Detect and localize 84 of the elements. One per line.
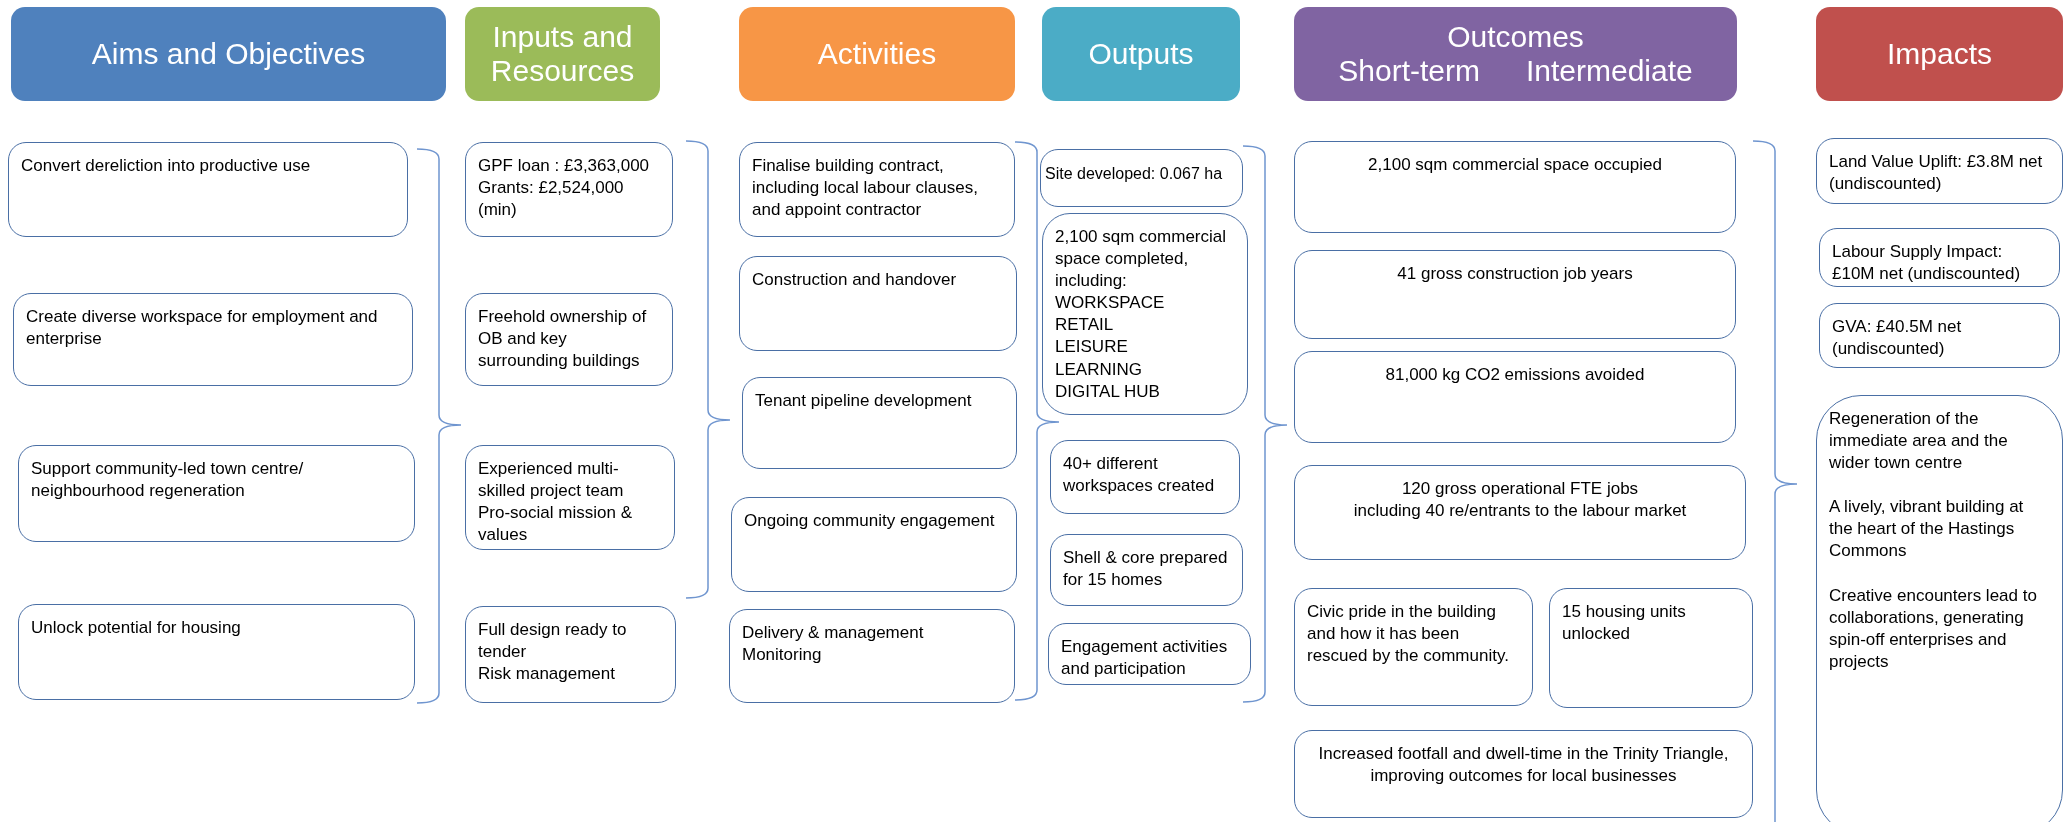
box-text: Creative encounters lead to collaborations, generating spin-off enterprises and projects	[1829, 584, 2038, 673]
box-text: Engagement activities and participation	[1061, 636, 1229, 681]
header-title: Outputs	[1087, 36, 1195, 72]
box-text: Experienced multi-skilled project team	[478, 458, 625, 503]
text-box	[8, 142, 408, 237]
text-box	[1816, 395, 2063, 822]
box-text: 81,000 kg CO2 emissions avoided	[1384, 364, 1646, 386]
header-title: Activities	[816, 36, 938, 72]
column-header	[1816, 7, 2063, 101]
text-box	[1048, 623, 1251, 685]
text-box	[742, 377, 1017, 469]
box-text: Tenant pipeline development	[755, 390, 973, 412]
text-box	[1050, 440, 1240, 514]
box-text: GVA: £40.5M net (undiscounted)	[1832, 316, 1963, 361]
box-text: Risk management	[478, 663, 616, 686]
box-text: Monitoring	[742, 644, 823, 667]
box-text: LEARNING	[1055, 358, 1143, 381]
box-text: 120 gross operational FTE jobs	[1400, 478, 1640, 500]
box-text: Increased footfall and dwell-time in the Trinity Triangle, improving outcomes for local businesses	[1317, 743, 1730, 788]
box-text: GPF loan : £3,363,000	[478, 155, 651, 177]
text-box	[729, 609, 1015, 703]
text-box	[1819, 303, 2060, 368]
box-text: Site developed: 0.067 ha	[1045, 164, 1224, 184]
box-text: Ongoing community engagement	[744, 510, 996, 532]
box-text: RETAIL	[1055, 314, 1115, 337]
box-text: WORKSPACE	[1055, 292, 1166, 315]
text-box	[1294, 141, 1736, 233]
box-text: Regeneration of the immediate area and the wider town centre	[1829, 408, 2009, 475]
text-box	[465, 606, 676, 703]
header-subtitle: Short-term	[1338, 54, 1480, 89]
text-box	[1050, 534, 1243, 606]
header-title: Outcomes	[1447, 19, 1584, 54]
text-box	[739, 256, 1017, 351]
box-text: Shell & core prepared for 15 homes	[1063, 547, 1229, 592]
box-text: 2,100 sqm commercial space completed, including:	[1055, 226, 1227, 293]
text-box	[13, 293, 413, 386]
text-box	[465, 445, 675, 550]
box-text: 40+ different workspaces created	[1063, 453, 1216, 498]
header-title: Aims and Objectives	[90, 36, 367, 72]
box-text: A lively, vibrant building at the heart of the Hastings Commons	[1829, 496, 2025, 563]
box-text: Grants: £2,524,000 (min)	[478, 177, 625, 222]
box-text: 41 gross construction job years	[1396, 263, 1634, 285]
text-box	[465, 293, 673, 386]
box-text: DIGITAL HUB	[1055, 380, 1161, 403]
text-box	[1294, 730, 1753, 818]
header-title: Inputs and Resources	[489, 19, 636, 89]
text-box	[1816, 138, 2063, 204]
header-subtitle: Intermediate	[1525, 54, 1693, 89]
box-text: Labour Supply Impact: £10M net (undiscounted)	[1832, 241, 2022, 286]
text-box	[18, 445, 415, 542]
text-box	[1042, 213, 1248, 415]
box-text: 2,100 sqm commercial space occupied	[1367, 154, 1663, 176]
text-box	[1294, 588, 1533, 706]
text-box	[1549, 588, 1753, 708]
box-text: Unlock potential for housing	[31, 617, 242, 639]
box-text: Construction and handover	[752, 269, 958, 291]
box-text: Civic pride in the building and how it has been rescued by the community.	[1307, 601, 1510, 668]
text-box	[739, 142, 1015, 237]
text-box	[465, 142, 673, 237]
box-text: Support community-led town centre/ neighbourhood regeneration	[31, 458, 305, 503]
text-box	[1294, 465, 1746, 560]
text-box	[731, 497, 1017, 592]
column-header	[465, 7, 660, 101]
box-text: Convert dereliction into productive use	[21, 155, 312, 177]
column-header	[11, 7, 446, 101]
box-text: Pro-social mission & values	[478, 502, 633, 547]
text-box	[1294, 351, 1736, 443]
column-header	[739, 7, 1015, 101]
text-box	[1819, 228, 2060, 287]
box-text: Delivery & management	[742, 622, 925, 644]
column-header	[1042, 7, 1240, 101]
box-text: Create diverse workspace for employment and enterprise	[26, 306, 379, 351]
box-text: Freehold ownership of OB and key surrounding buildings	[478, 306, 648, 373]
column-header	[1294, 7, 1737, 101]
header-title: Impacts	[1886, 36, 1993, 72]
text-box	[18, 604, 415, 700]
box-text: Full design ready to tender	[478, 619, 628, 664]
box-text: Land Value Uplift: £3.8M net (undiscounted)	[1829, 151, 2044, 196]
box-text: LEISURE	[1055, 336, 1129, 359]
box-text: 15 housing units unlocked	[1562, 601, 1687, 646]
text-box	[1294, 250, 1736, 339]
box-text: Finalise building contract, including local labour clauses, and appoint contractor	[752, 155, 979, 222]
text-box	[1040, 149, 1243, 207]
box-text: including 40 re/entrants to the labour market	[1352, 500, 1688, 523]
